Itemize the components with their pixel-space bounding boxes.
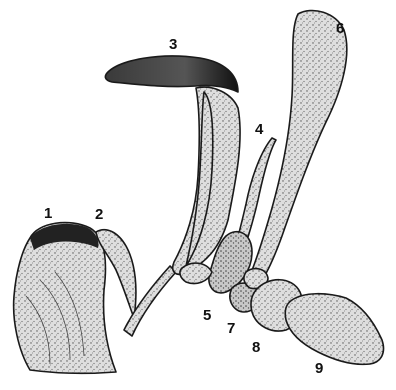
part-9-segment	[285, 294, 383, 365]
label-6: 6	[336, 20, 344, 37]
part-3-keel	[105, 56, 240, 274]
label-2: 2	[95, 206, 103, 223]
label-5: 5	[203, 307, 211, 324]
label-9: 9	[315, 360, 323, 377]
label-1: 1	[44, 205, 52, 222]
label-8: 8	[252, 339, 260, 356]
part-6-petal	[248, 11, 347, 286]
label-3: 3	[169, 36, 177, 53]
label-7: 7	[227, 320, 235, 337]
label-4: 4	[255, 121, 264, 138]
